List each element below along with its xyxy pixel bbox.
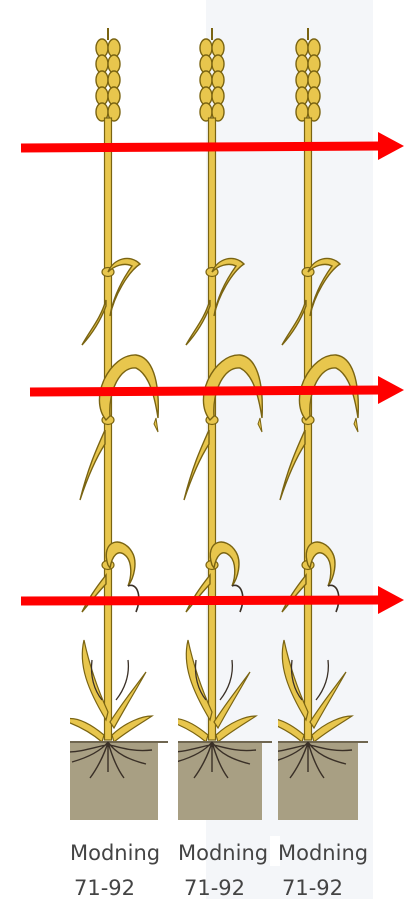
panel-1-label: Modning [70,841,160,865]
panel-3-label: Modning [278,841,368,865]
right-arrow-icon [378,376,404,404]
right-arrow-icon [378,586,404,614]
right-arrow-icon [378,132,404,160]
caption-crop-mask [56,836,72,866]
panel-1-code: 71-92 [74,876,135,899]
caption-crop-mask [270,836,280,866]
panel-2-label: Modning [178,841,268,865]
panel-3-code: 71-92 [282,876,343,899]
caption-crop-mask [170,836,180,866]
panel-2-code: 71-92 [184,876,245,899]
